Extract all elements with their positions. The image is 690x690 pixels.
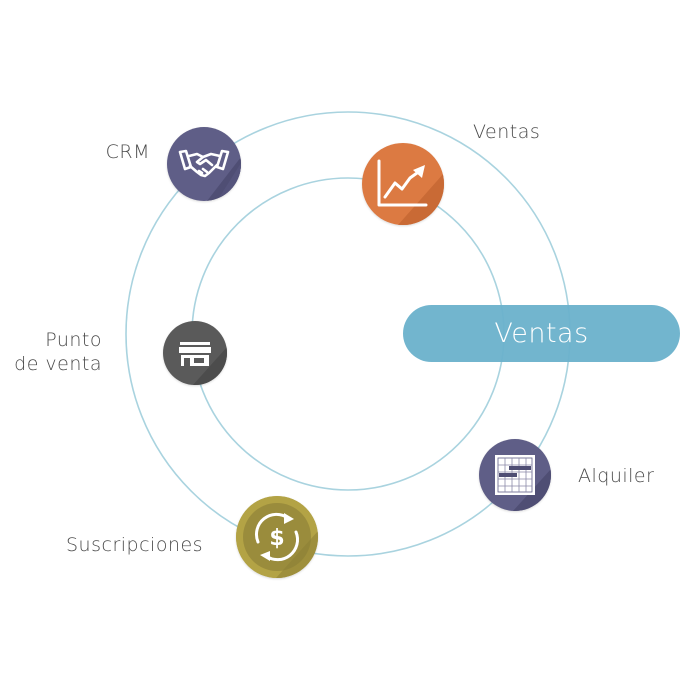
center-pill-label: Ventas [494,318,589,349]
storefront-icon [179,342,227,385]
crm-node[interactable] [167,127,241,201]
suscripciones-label: Suscripciones [66,534,204,556]
suscripciones-node[interactable]: $ [236,496,318,578]
rental-calendar-icon [495,455,551,511]
alquiler-label: Alquiler [578,465,655,487]
punto-de-venta-label-line1: Punto [45,329,102,351]
handshake-icon [178,149,241,201]
crm-label: CRM [105,141,150,163]
center-pill[interactable]: Ventas [403,305,680,362]
ventas-label: Ventas [473,121,541,143]
punto-de-venta-label: Punto de venta [10,328,102,376]
punto-de-venta-node[interactable] [163,321,227,385]
subscription-dollar-icon: $ [236,496,318,578]
sales-chart-icon [377,159,444,225]
alquiler-node[interactable] [479,439,551,511]
svg-text:$: $ [269,526,284,551]
ventas-node[interactable] [362,143,444,225]
punto-de-venta-label-line2: de venta [14,353,102,375]
